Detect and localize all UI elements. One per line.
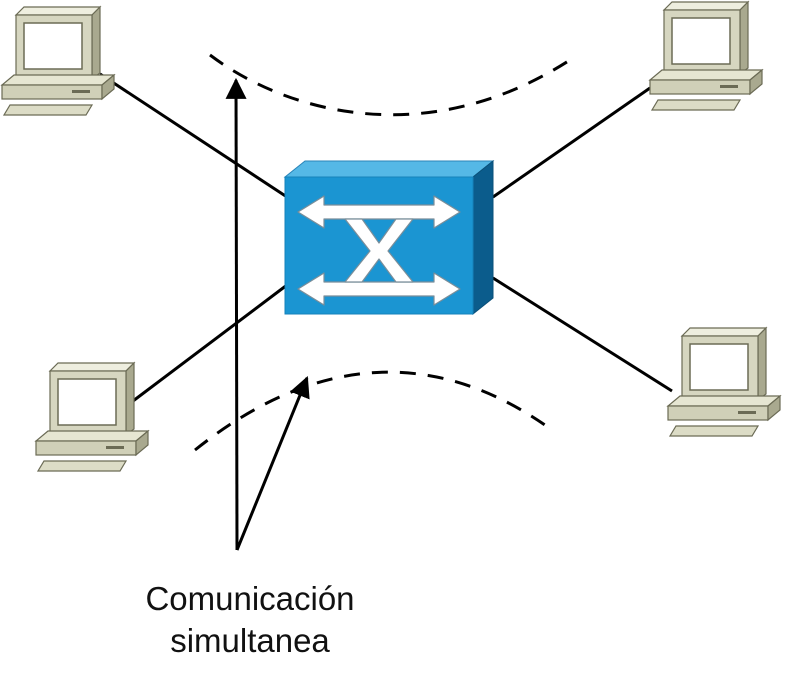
computer-top-left-icon [1, 6, 115, 116]
caption: Comunicación simultanea [100, 578, 400, 662]
caption-line-1: Comunicación [145, 580, 355, 617]
link-top-left [99, 72, 288, 199]
link-bottom-left [132, 283, 288, 403]
dashed-curve-top [209, 53, 571, 117]
arrow-to-top-curve [225, 77, 247, 551]
link-top-right [492, 86, 651, 199]
link-bottom-right [492, 276, 673, 393]
network-switch-icon [283, 159, 495, 316]
dashed-curve-bottom [194, 370, 553, 452]
computer-top-right-icon [649, 1, 763, 111]
connection-lines [99, 72, 673, 403]
computer-bottom-right-icon [667, 327, 781, 437]
computer-bottom-left-icon [35, 362, 149, 472]
arrow-to-bottom-curve [235, 376, 310, 551]
caption-line-2: simultanea [170, 622, 330, 659]
